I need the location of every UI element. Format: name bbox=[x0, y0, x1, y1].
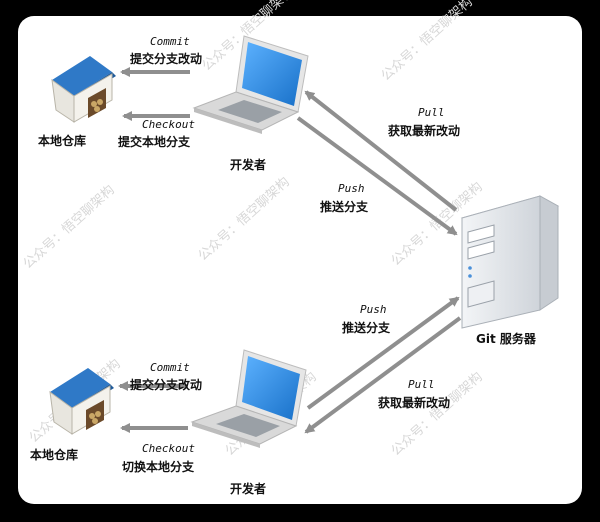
top-commit-label-en: Commit bbox=[150, 35, 190, 48]
bottom-pull-arrow bbox=[304, 316, 462, 434]
top-commit-label-cn: 提交分支改动 bbox=[130, 52, 203, 66]
bottom-push-label-en: Push bbox=[360, 303, 387, 316]
bottom-checkout-label-en: Checkout bbox=[142, 442, 195, 455]
top-push-label-cn: 推送分支 bbox=[320, 200, 369, 214]
bottom-push-label-cn: 推送分支 bbox=[342, 321, 391, 335]
bottom-repo-label: 本地仓库 bbox=[30, 448, 79, 462]
top-pull-label-en: Pull bbox=[418, 106, 445, 119]
top-repo-label: 本地仓库 bbox=[38, 134, 87, 148]
bottom-checkout-label-cn: 切换本地分支 bbox=[122, 460, 195, 474]
top-checkout-label-en: Checkout bbox=[142, 118, 195, 131]
bottom-repo-house-icon bbox=[49, 368, 114, 435]
bottom-pull-label-en: Pull bbox=[408, 378, 435, 391]
top-pull-label-cn: 获取最新改动 bbox=[388, 124, 461, 138]
bottom-developer-label: 开发者 bbox=[230, 482, 267, 496]
top-developer-laptop-icon bbox=[192, 35, 309, 134]
top-push-label-en: Push bbox=[338, 182, 365, 195]
server-label: Git 服务器 bbox=[476, 332, 536, 346]
bottom-commit-label-en: Commit bbox=[150, 361, 190, 374]
bottom-pull-label-cn: 获取最新改动 bbox=[378, 396, 451, 410]
bottom-commit-label-cn: 提交分支改动 bbox=[130, 378, 203, 392]
top-developer-label: 开发者 bbox=[230, 158, 267, 172]
top-pull-arrow bbox=[304, 90, 458, 212]
bottom-push-arrow bbox=[306, 296, 460, 410]
top-repo-house-icon bbox=[51, 56, 116, 123]
top-checkout-label-cn: 提交本地分支 bbox=[118, 135, 191, 149]
top-push-arrow bbox=[296, 116, 458, 236]
git-server-icon bbox=[460, 195, 560, 329]
bottom-developer-laptop-icon bbox=[190, 349, 307, 448]
